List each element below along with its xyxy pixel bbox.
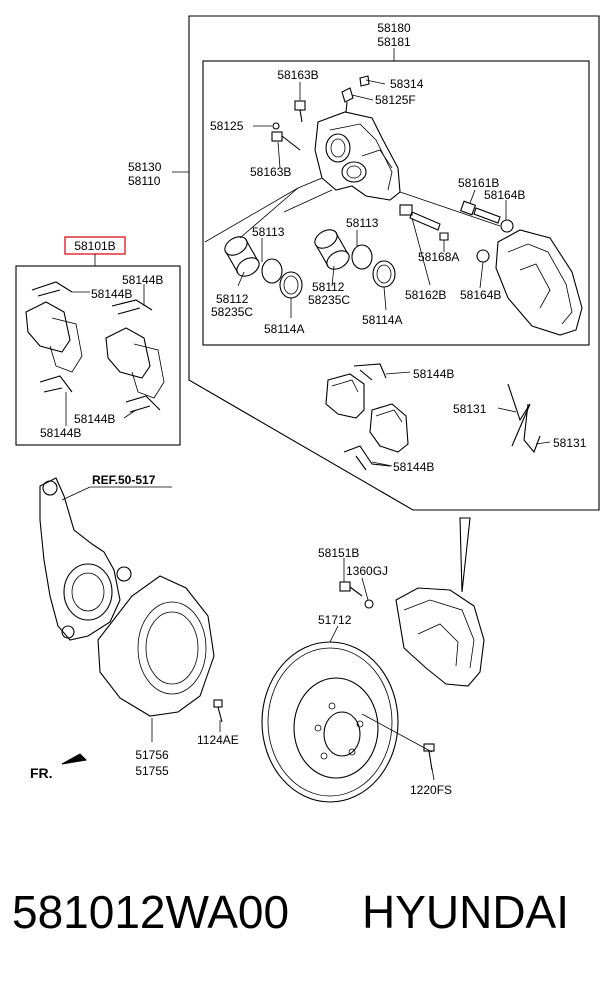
caliper-bracket — [495, 229, 583, 336]
piston-58112-right — [314, 229, 350, 270]
front-arrow-icon — [61, 753, 88, 765]
screw-1220FS — [423, 743, 435, 771]
label-58112-left[interactable]: 58112 — [216, 292, 249, 306]
label-58181[interactable]: 58181 — [377, 35, 411, 49]
dust-shield — [97, 575, 215, 717]
label-58144B-5[interactable]: 58144B — [413, 367, 454, 381]
caption-brand: HYUNDAI — [362, 886, 569, 938]
kit-shim-2 — [111, 299, 153, 315]
label-58144B-1[interactable]: 58144B — [122, 273, 163, 287]
label-58114A-left[interactable]: 58114A — [264, 322, 304, 336]
brake-disc — [261, 641, 399, 803]
washer-58125 — [272, 122, 280, 130]
label-58125F[interactable]: 58125F — [375, 93, 416, 107]
kit-pad-right — [105, 327, 165, 399]
label-58168A[interactable]: 58168A — [418, 250, 459, 264]
shim-58144B-bottom — [343, 445, 391, 471]
label-58164B-top[interactable]: 58164B — [484, 188, 525, 202]
label-51756[interactable]: 51756 — [135, 748, 169, 762]
label-1124AE[interactable]: 1124AE — [197, 733, 239, 747]
pad-kit-frame — [15, 265, 181, 446]
leader-lines — [61, 79, 551, 781]
piston-58112-left — [224, 236, 260, 277]
label-front: FR. — [30, 765, 53, 781]
label-1220FS[interactable]: 1220FS — [410, 783, 452, 797]
boot-58164B-top — [500, 219, 514, 233]
label-58180[interactable]: 58180 — [377, 21, 411, 35]
spring-58131-left — [507, 383, 531, 447]
kit-shim-3 — [39, 375, 73, 393]
label-58161B[interactable]: 58161B — [458, 176, 499, 190]
label-58144B-3[interactable]: 58144B — [74, 412, 115, 426]
label-51712[interactable]: 51712 — [318, 613, 352, 627]
seal-58168A — [439, 232, 449, 241]
boot-58164B-bottom — [476, 249, 490, 263]
label-58131-left[interactable]: 58131 — [453, 402, 487, 416]
cap-58314 — [359, 75, 370, 87]
label-58162B[interactable]: 58162B — [405, 288, 446, 302]
caliper-assembly-frame — [202, 60, 590, 346]
label-58163B-top[interactable]: 58163B — [277, 68, 318, 82]
guide-pin-58161B — [459, 200, 501, 224]
label-58113-right[interactable]: 58113 — [346, 216, 379, 230]
label-51755[interactable]: 51755 — [135, 764, 169, 778]
seal-58235C-left — [261, 258, 283, 284]
label-58164B-bottom[interactable]: 58164B — [460, 288, 501, 302]
label-58113-left[interactable]: 58113 — [252, 225, 285, 239]
seal-58235C-right — [351, 244, 373, 270]
caliper-assembly-lower — [395, 517, 485, 687]
shim-58144B-top — [353, 363, 387, 381]
label-58101B[interactable]: 58101B — [74, 239, 115, 253]
washer-1360GJ — [364, 599, 374, 609]
caption-part-number: 581012WA00 — [12, 886, 289, 938]
bolt-1124AE — [213, 699, 223, 723]
brake-pad-outer — [325, 373, 365, 419]
bolt-58151B — [339, 581, 363, 597]
label-58151B[interactable]: 58151B — [318, 546, 359, 560]
caliper-housing — [314, 111, 401, 201]
label-58114A-right[interactable]: 58114A — [362, 313, 402, 327]
bolt-58163B-top — [294, 100, 306, 123]
label-58144B-4[interactable]: 58144B — [40, 426, 81, 440]
label-58144B-2[interactable]: 58144B — [91, 287, 132, 301]
label-ref-50-517[interactable]: REF.50-517 — [92, 473, 156, 487]
label-58125[interactable]: 58125 — [210, 119, 244, 133]
label-58314[interactable]: 58314 — [390, 77, 424, 91]
guide-pin-58162B — [399, 204, 441, 231]
kit-shim-4 — [125, 395, 161, 413]
caliper-kit-frame — [188, 15, 600, 511]
label-1360GJ[interactable]: 1360GJ — [346, 564, 388, 578]
brake-pad-inner — [369, 403, 409, 453]
kit-pad-left — [25, 301, 83, 373]
label-58235C-left[interactable]: 58235C — [211, 305, 253, 319]
label-58163B-mid[interactable]: 58163B — [250, 165, 291, 179]
label-58235C-right[interactable]: 58235C — [308, 293, 350, 307]
label-58131-right[interactable]: 58131 — [553, 436, 587, 450]
kit-shim-1 — [31, 281, 73, 297]
label-58144B-6[interactable]: 58144B — [393, 460, 434, 474]
bleeder-58125F — [341, 87, 354, 113]
steering-knuckle — [39, 477, 132, 641]
label-58110[interactable]: 58110 — [128, 174, 161, 188]
label-58112-right[interactable]: 58112 — [312, 280, 345, 294]
bolt-58163B-mid — [271, 131, 301, 151]
label-58130[interactable]: 58130 — [128, 160, 162, 174]
